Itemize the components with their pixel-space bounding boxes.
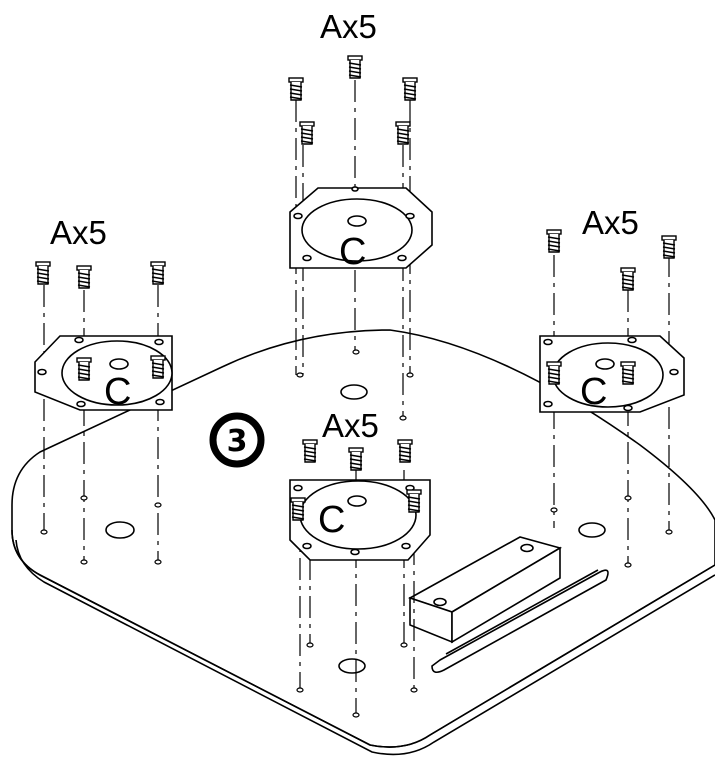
motor-plate-left [34, 335, 173, 411]
part-label-left: C [104, 371, 131, 413]
screw-icon [620, 361, 636, 385]
screw-icon [347, 55, 363, 79]
motor-plate-right [539, 335, 685, 413]
screw-icon [76, 357, 92, 381]
screw-icon [35, 261, 51, 285]
step-marker: 3 [209, 412, 265, 468]
screw-icon [299, 121, 315, 145]
screw-icon [661, 235, 677, 259]
screw-icon [302, 439, 318, 463]
base-holes [40, 349, 673, 718]
part-label-top: C [339, 231, 366, 273]
qty-label-center: Ax5 [322, 407, 379, 444]
screw-icon [76, 265, 92, 289]
part-label-right: C [580, 371, 607, 413]
screws-top [288, 55, 418, 145]
screw-icon [395, 121, 411, 145]
qty-label-right: Ax5 [582, 204, 639, 241]
step-number: 3 [227, 424, 248, 459]
screw-icon [150, 261, 166, 285]
screw-icon [348, 447, 364, 471]
screw-icon [290, 497, 306, 521]
motor-plate-top [289, 186, 433, 269]
part-label-center: C [318, 499, 345, 541]
qty-label-left: Ax5 [50, 214, 107, 251]
screw-icon [397, 439, 413, 463]
screw-icon [620, 267, 636, 291]
screw-icon [150, 355, 166, 379]
motor-plate-center [289, 479, 431, 561]
screw-icon [546, 229, 562, 253]
screw-icon [546, 361, 562, 385]
mounting-block [408, 536, 563, 644]
screw-icon [288, 77, 304, 101]
screw-icon [402, 77, 418, 101]
qty-label-top: Ax5 [320, 8, 377, 45]
screw-icon [406, 489, 422, 513]
